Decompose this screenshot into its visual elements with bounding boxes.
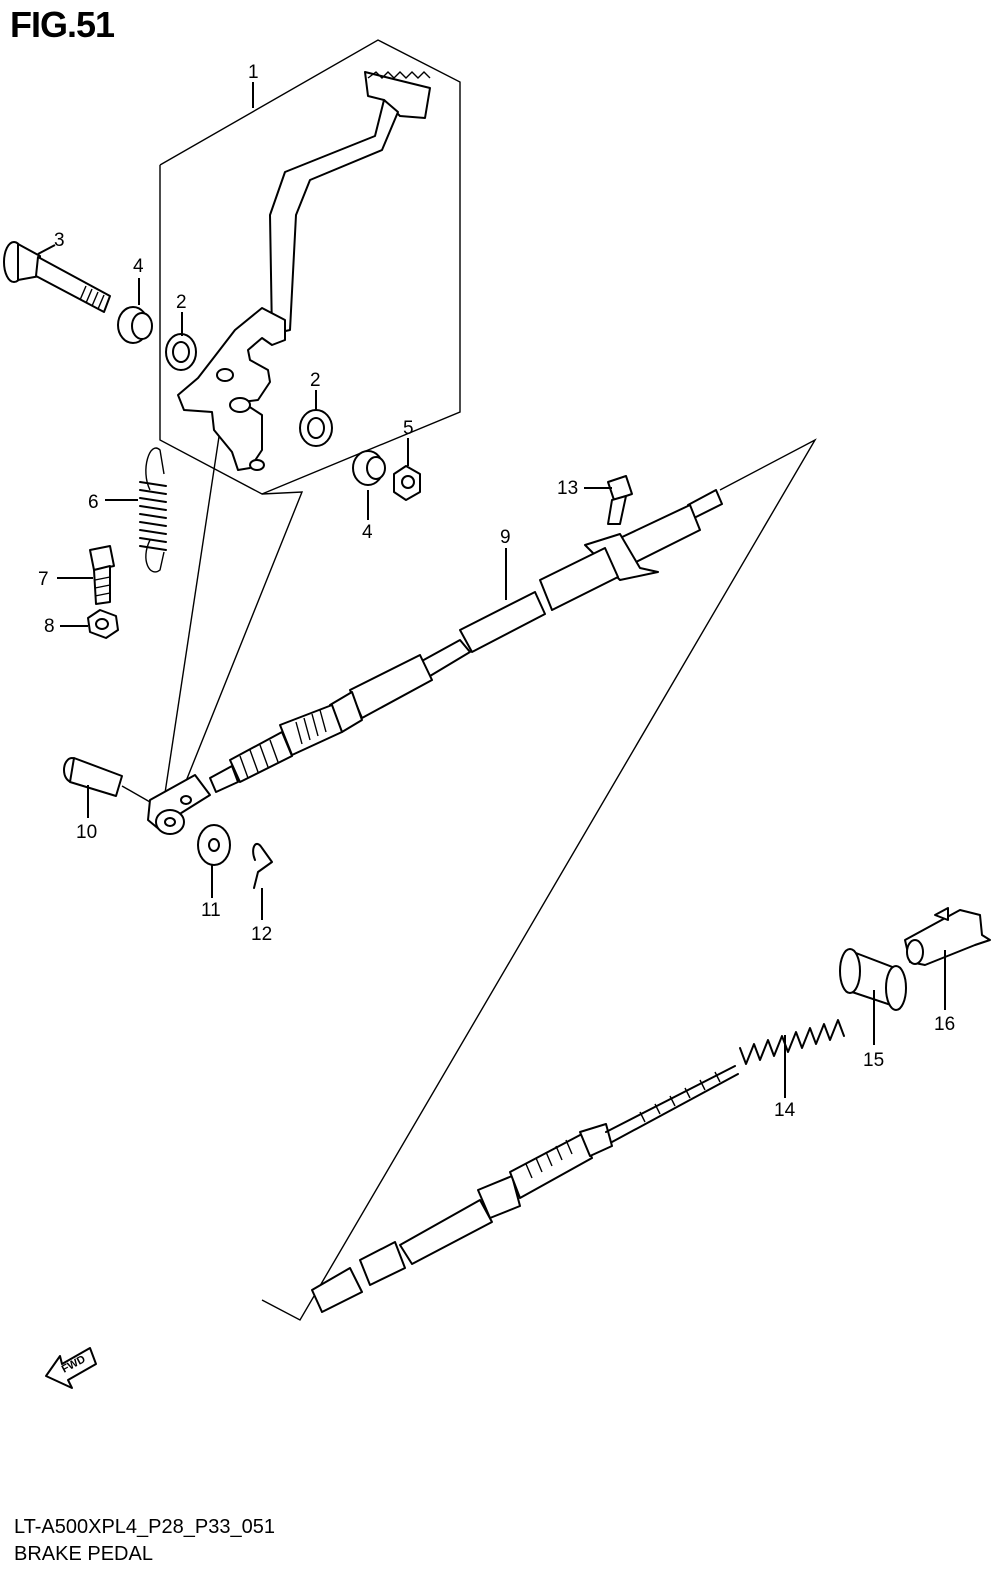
callout-14: 14 [774, 1100, 796, 1121]
bolt-13 [607, 475, 633, 525]
callout-2-lower: 2 [310, 370, 321, 391]
fwd-arrow-icon: FWD [45, 1347, 97, 1389]
callout-11: 11 [201, 900, 221, 921]
adjuster-cylinder [839, 948, 907, 1011]
washer-11 [197, 824, 231, 866]
nut-8 [87, 609, 119, 639]
bushing-2a [165, 333, 197, 371]
washer-4b [352, 450, 386, 486]
diagram-code: LT-A500XPL4_P28_P33_051 [14, 1516, 275, 1538]
cable-clevis [147, 774, 211, 835]
return-spring [139, 447, 167, 573]
figure-title: FIG.51 [10, 4, 115, 45]
cotter-pin [252, 842, 273, 889]
callout-5: 5 [403, 418, 414, 439]
cable-joint [904, 907, 991, 966]
callout-9: 9 [500, 527, 511, 548]
callout-7: 7 [38, 569, 49, 590]
callout-2: 2 [176, 292, 187, 313]
leader-lines [37, 82, 946, 1098]
callout-12: 12 [251, 924, 272, 945]
clevis-pin [63, 757, 151, 803]
brake-pedal [177, 71, 431, 471]
callout-3: 3 [54, 230, 65, 251]
bolt-7 [89, 545, 115, 605]
callout-10: 10 [76, 822, 97, 843]
callout-1: 1 [248, 62, 259, 83]
cable-spring [739, 1019, 845, 1065]
callout-6: 6 [88, 492, 99, 513]
callout-16: 16 [934, 1014, 955, 1035]
callout-8: 8 [44, 616, 55, 637]
callout-4: 4 [133, 256, 144, 277]
washer-4a [117, 306, 153, 344]
pedal-assembly-outline [159, 39, 461, 495]
callout-13: 13 [557, 478, 578, 499]
brake-cable [209, 489, 723, 793]
lower-cable [311, 1065, 739, 1313]
diagram-title: BRAKE PEDAL [14, 1543, 153, 1565]
nut-5 [393, 465, 421, 501]
cable-guide-frame [261, 438, 817, 1321]
callout-15: 15 [863, 1050, 884, 1071]
cable-assembly-outline [167, 491, 304, 827]
pivot-bolt [3, 241, 111, 313]
bushing-2b [299, 409, 333, 447]
callout-4-lower: 4 [362, 522, 373, 543]
